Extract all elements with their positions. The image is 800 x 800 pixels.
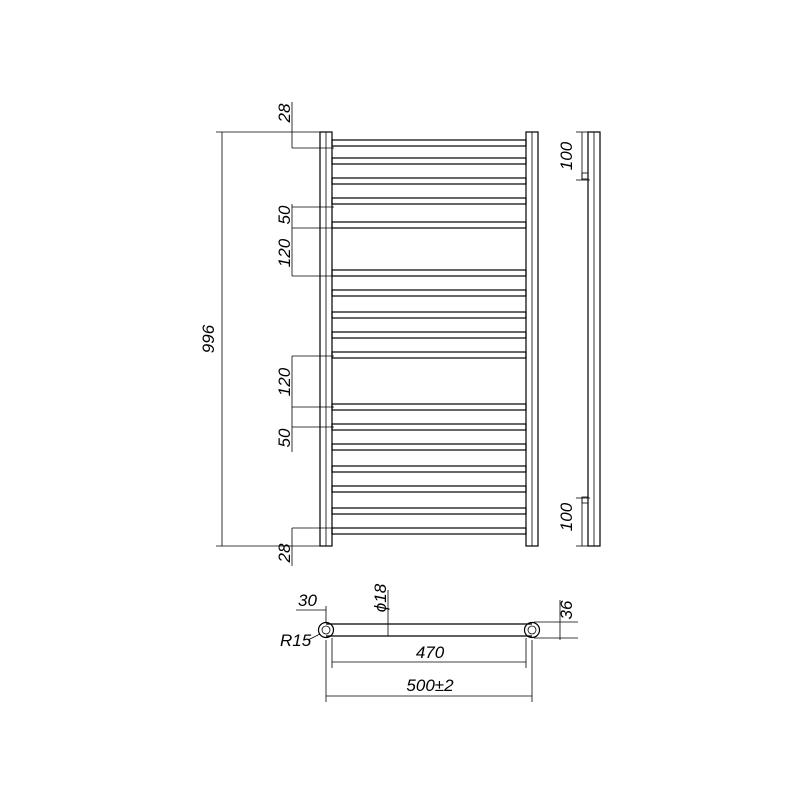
towel-bar	[331, 197, 527, 205]
bottom-wall-bracket	[581, 496, 589, 504]
top-view: 30 ϕ18 R15 36 470 500±2	[280, 583, 578, 702]
dim-radius: R15	[280, 631, 312, 650]
dim-pipe-diameter: ϕ18	[371, 583, 390, 612]
dim-top-bracket: 100	[557, 141, 576, 170]
dim-lower-gap-small: 50	[275, 428, 294, 447]
dim-upper-gap-small: 50	[275, 205, 294, 224]
towel-bar	[331, 221, 527, 229]
towel-bar	[331, 289, 527, 297]
towel-bar	[331, 443, 527, 451]
towel-bar	[331, 403, 527, 411]
dim-offset: 30	[298, 591, 317, 610]
dim-upper-gap-large: 120	[275, 238, 294, 267]
towel-bar	[331, 177, 527, 185]
dim-bottom-bracket: 100	[557, 502, 576, 531]
dim-lower-gap-large: 120	[275, 367, 294, 396]
towel-bar	[331, 269, 527, 277]
towel-bar	[331, 507, 527, 515]
towel-bar	[331, 423, 527, 431]
dim-top-offset: 28	[275, 103, 294, 123]
dim-depth: 36	[557, 600, 576, 619]
towel-bar	[331, 139, 527, 147]
top-wall-bracket	[581, 172, 589, 180]
dim-overall-height: 996	[199, 324, 218, 353]
dim-bottom-offset: 28	[275, 543, 294, 563]
towel-bar	[331, 465, 527, 473]
towel-bar	[331, 351, 527, 359]
towel-bar	[331, 157, 527, 165]
towel-bars	[331, 139, 527, 535]
towel-bar	[331, 311, 527, 319]
front-view: 996 28 50 120 120 50 28	[199, 102, 539, 566]
towel-bar	[331, 331, 527, 339]
towel-bar	[331, 527, 527, 535]
side-view: 100 100	[557, 131, 601, 547]
dim-inner-width: 470	[416, 643, 445, 662]
towel-bar	[331, 485, 527, 493]
dim-overall-width: 500±2	[406, 676, 454, 695]
left-collector-section	[317, 621, 335, 639]
right-collector-section	[523, 621, 541, 639]
